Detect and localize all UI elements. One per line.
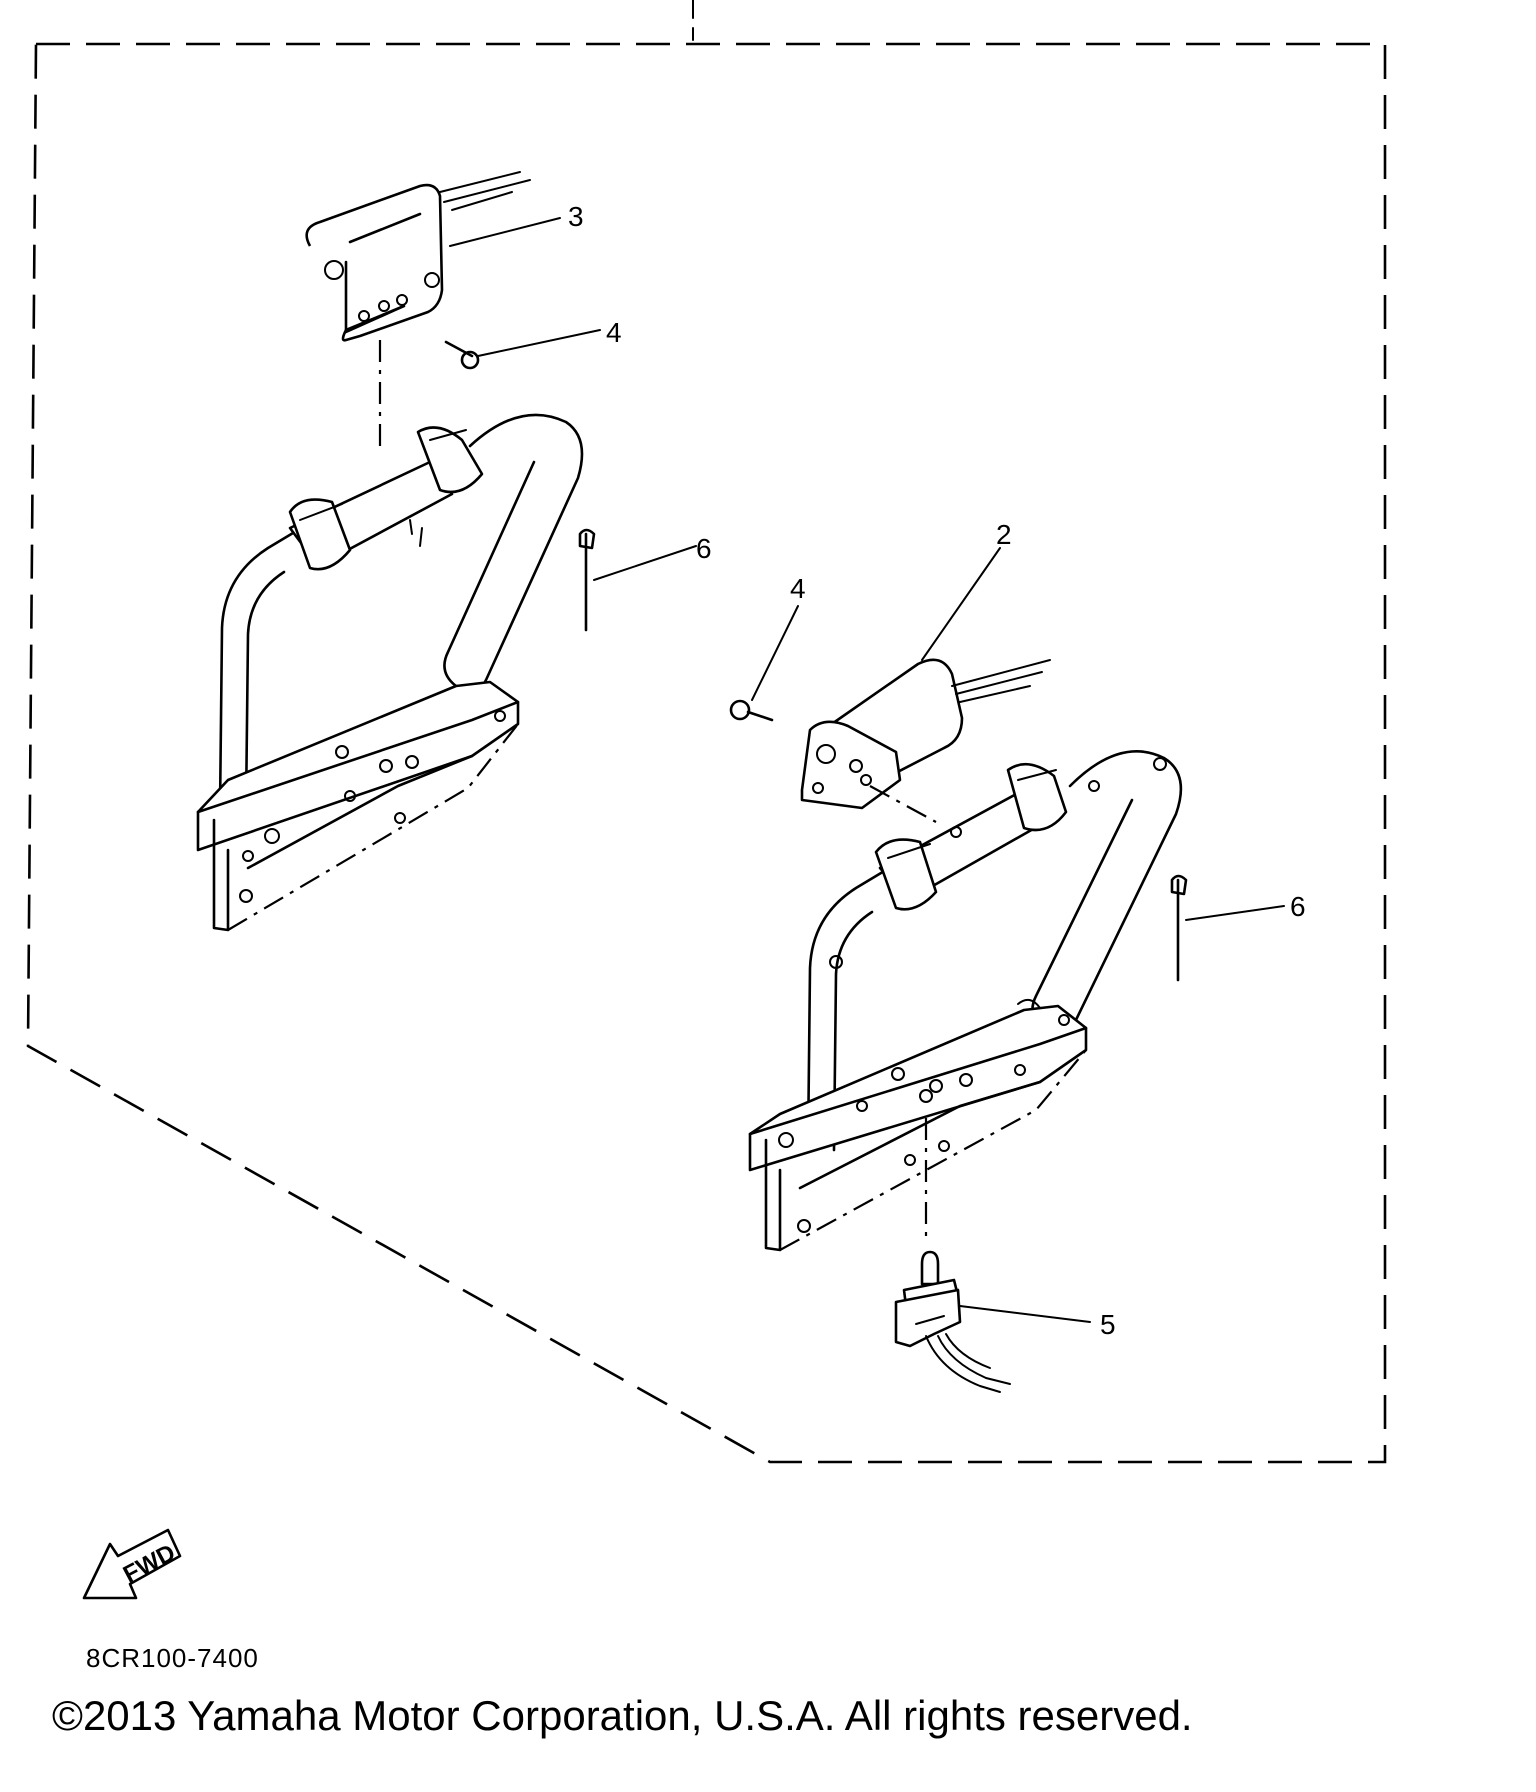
grip-handle-left [218, 413, 584, 812]
screw-upper [444, 329, 601, 370]
right-grip-assembly [729, 547, 1183, 1393]
grip-bracket-right [800, 547, 1051, 823]
assembly-boundary [26, 0, 1387, 1464]
grip-handle-right [806, 750, 1183, 1152]
callout-4-lower: 4 [790, 573, 806, 604]
callout-6-left: 6 [696, 533, 712, 564]
callout-5: 5 [1100, 1309, 1116, 1340]
callout-3: 3 [568, 201, 584, 232]
base-plate-right [748, 998, 1088, 1252]
grip-bracket-left [305, 171, 561, 342]
left-grip-assembly [196, 171, 601, 932]
cable-tie-right [1170, 874, 1285, 982]
fwd-label: FWD [119, 1539, 180, 1588]
diagram-part-code: 8CR100-7400 [86, 1643, 259, 1673]
callout-4-upper: 4 [606, 317, 622, 348]
base-plate-left [196, 680, 520, 932]
cable-tie-left [578, 528, 697, 632]
toggle-switch [894, 1250, 1091, 1393]
forward-arrow-icon: FWD [82, 1528, 182, 1600]
callout-2: 2 [996, 519, 1012, 550]
screw-lower [729, 605, 799, 722]
callout-6-right: 6 [1290, 891, 1306, 922]
copyright-notice: ©2013 Yamaha Motor Corporation, U.S.A. A… [52, 1692, 1193, 1739]
